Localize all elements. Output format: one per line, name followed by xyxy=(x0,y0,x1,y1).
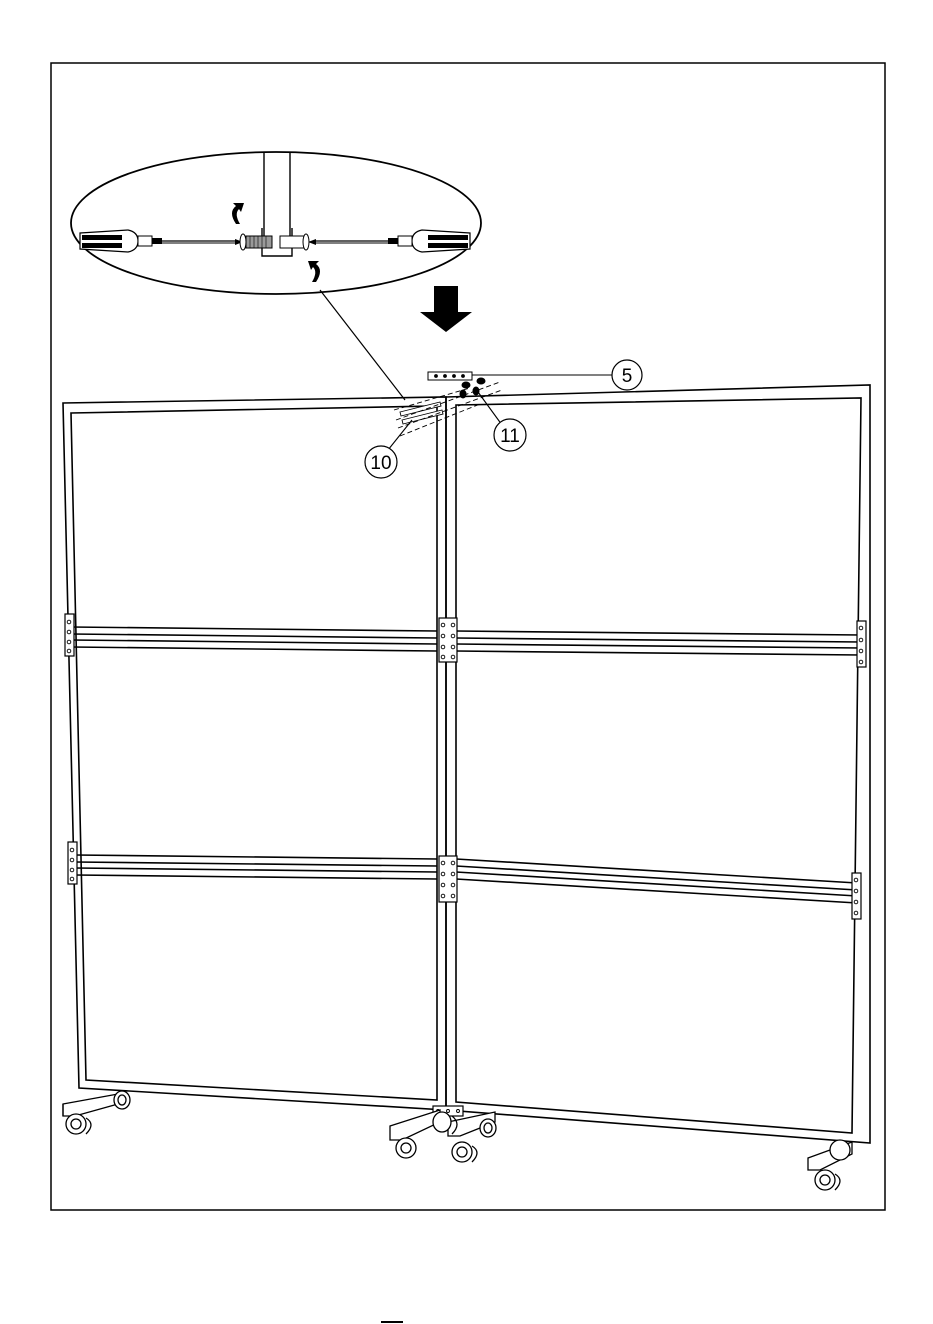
callout-label-5: 5 xyxy=(622,366,633,387)
detail-leader-line xyxy=(320,290,405,400)
callout-label-10: 10 xyxy=(370,453,391,474)
callout-10: 10 xyxy=(365,446,397,478)
callout-11: 11 xyxy=(494,419,526,451)
top-bracket-part-5 xyxy=(428,372,472,380)
left-panel xyxy=(63,397,446,1110)
detail-zoom-view xyxy=(71,152,481,294)
callout-leader-10 xyxy=(388,420,412,450)
callout-leader-11 xyxy=(478,392,502,425)
right-panel xyxy=(446,385,870,1143)
callout-label-11: 11 xyxy=(500,426,520,447)
callout-5: 5 xyxy=(612,360,642,390)
joint-plates xyxy=(65,614,866,1116)
down-arrow-icon xyxy=(420,286,472,332)
